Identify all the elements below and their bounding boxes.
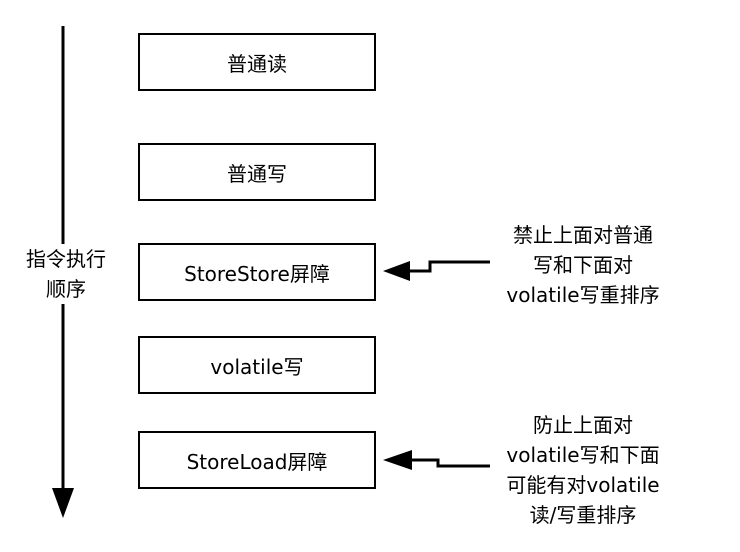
note-line: 可能有对volatile bbox=[506, 473, 660, 497]
normal-read-box: 普通读 bbox=[138, 33, 376, 91]
note-line: volatile写重排序 bbox=[506, 283, 660, 307]
note-line: 防止上面对 bbox=[533, 413, 633, 437]
order-axis-label: 指令执行 顺序 bbox=[10, 244, 122, 304]
order-axis-label-line: 指令执行 bbox=[26, 247, 106, 271]
note-line: 禁止上面对普通 bbox=[513, 223, 653, 247]
order-axis-label-line: 顺序 bbox=[46, 277, 86, 301]
order-axis-arrowhead bbox=[52, 488, 74, 518]
storestore-barrier-box: StoreStore屏障 bbox=[138, 243, 376, 301]
storestore-note: 禁止上面对普通 写和下面对 volatile写重排序 bbox=[478, 220, 688, 310]
storeload-barrier-box: StoreLoad屏障 bbox=[138, 431, 376, 489]
box-label: 普通写 bbox=[227, 161, 287, 186]
box-label: StoreStore屏障 bbox=[184, 261, 330, 286]
storeload-note: 防止上面对 volatile写和下面 可能有对volatile 读/写重排序 bbox=[478, 410, 688, 530]
box-label: StoreLoad屏障 bbox=[186, 449, 328, 474]
normal-write-box: 普通写 bbox=[138, 143, 376, 201]
connector-storeload-arrowhead bbox=[383, 450, 412, 470]
note-line: 读/写重排序 bbox=[529, 503, 637, 527]
note-line: 写和下面对 bbox=[533, 253, 633, 277]
box-label: volatile写 bbox=[210, 354, 304, 379]
connector-storestore-arrowhead bbox=[383, 261, 410, 281]
volatile-write-box: volatile写 bbox=[138, 336, 376, 394]
note-line: volatile写和下面 bbox=[506, 443, 660, 467]
connector-storestore bbox=[408, 260, 490, 273]
connector-storeload bbox=[410, 458, 490, 468]
box-label: 普通读 bbox=[227, 51, 287, 76]
